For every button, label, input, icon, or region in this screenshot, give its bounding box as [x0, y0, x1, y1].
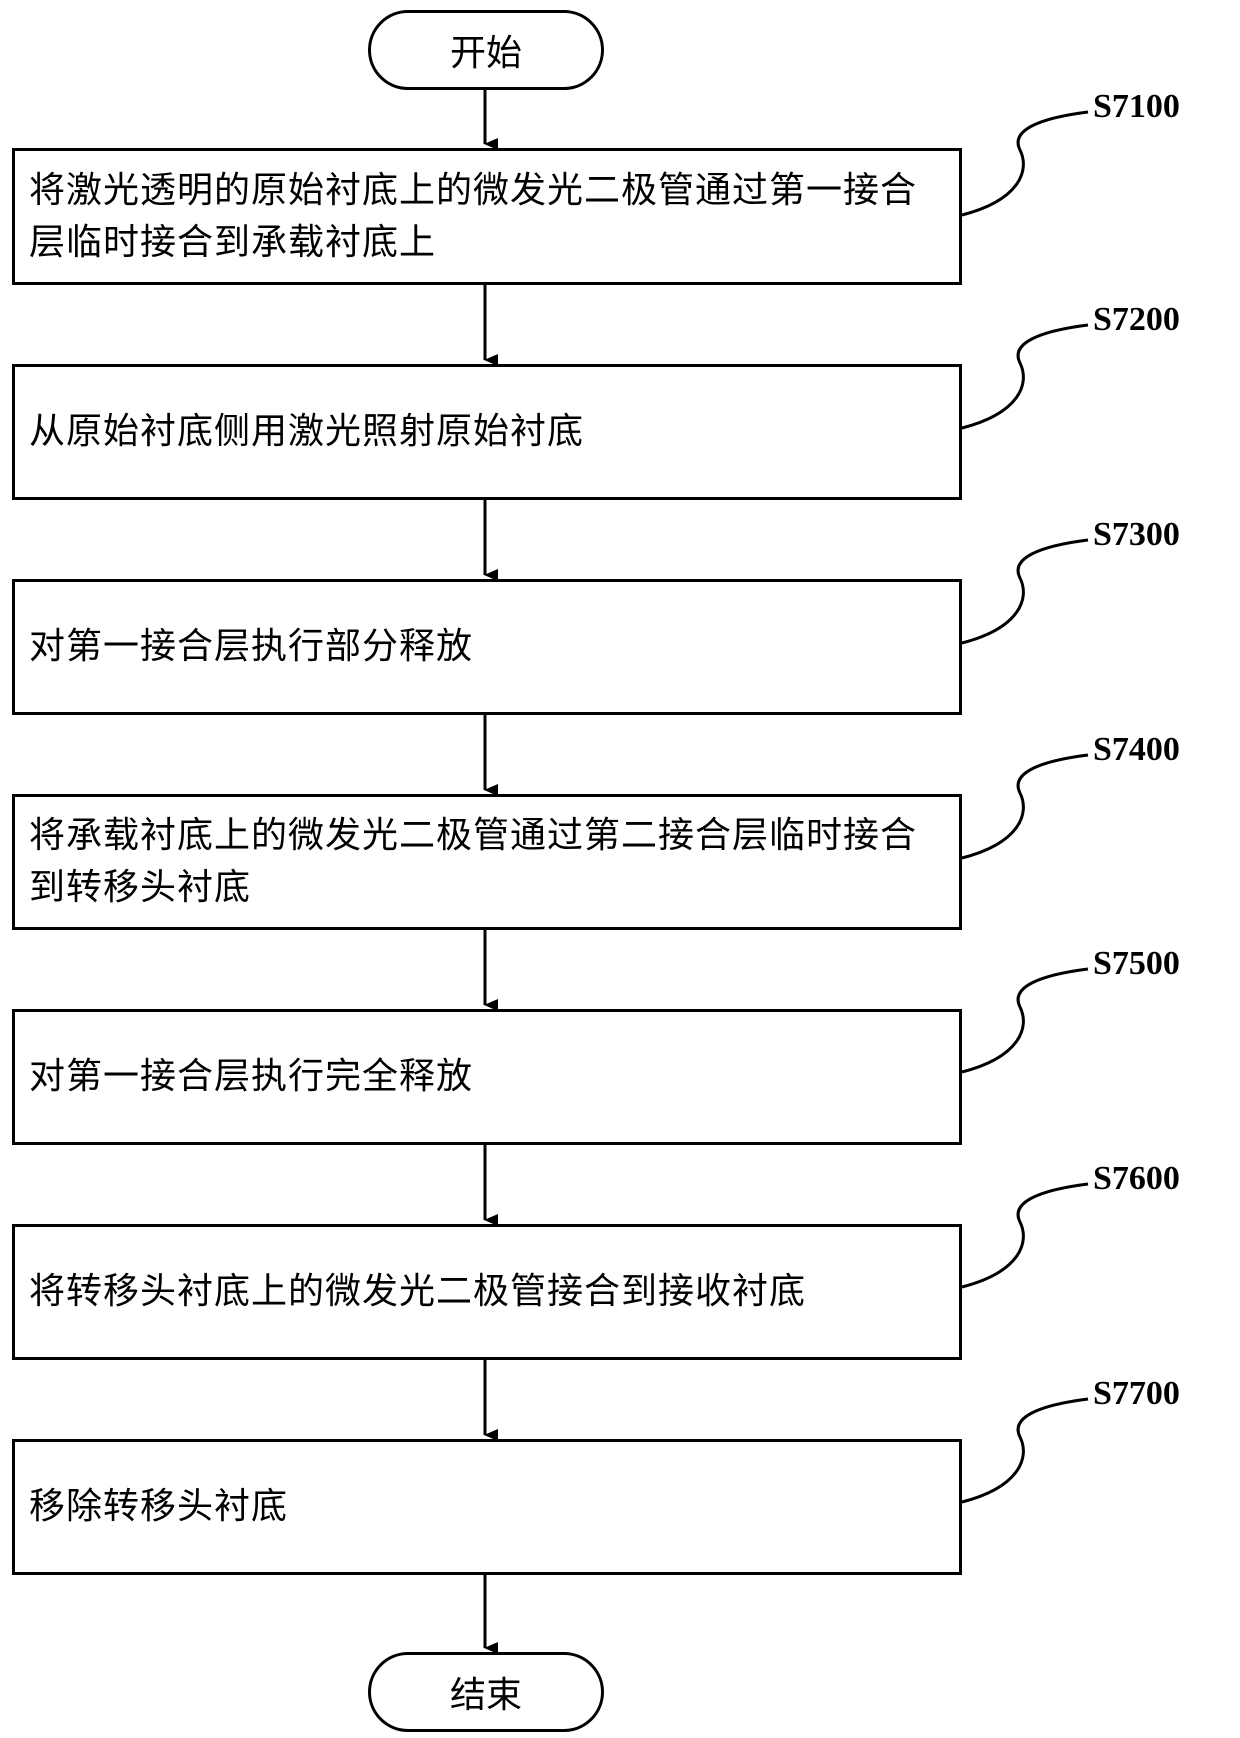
step-box-s7200: 从原始衬底侧用激光照射原始衬底: [12, 364, 962, 500]
step-box-s7500: 对第一接合层执行完全释放: [12, 1009, 962, 1145]
step-label-s7700: S7700: [1093, 1375, 1180, 1413]
step-text-s7500: 对第一接合层执行完全释放: [29, 1051, 473, 1103]
step-text-s7100: 将激光透明的原始衬底上的微发光二极管通过第一接合层临时接合到承载衬底上: [29, 165, 947, 269]
leader-line-s7100: [962, 112, 1088, 215]
step-text-s7700: 移除转移头衬底: [29, 1481, 288, 1533]
step-box-s7400: 将承载衬底上的微发光二极管通过第二接合层临时接合到转移头衬底: [12, 794, 962, 930]
step-label-s7200: S7200: [1093, 301, 1180, 339]
end-terminal: 结束: [368, 1652, 604, 1732]
step-box-s7300: 对第一接合层执行部分释放: [12, 579, 962, 715]
step-label-s7400: S7400: [1093, 731, 1180, 769]
start-label: 开始: [450, 24, 522, 76]
leader-line-s7700: [962, 1399, 1088, 1502]
step-text-s7300: 对第一接合层执行部分释放: [29, 621, 473, 673]
step-label-s7100: S7100: [1093, 88, 1180, 126]
step-label-s7300: S7300: [1093, 516, 1180, 554]
step-box-s7600: 将转移头衬底上的微发光二极管接合到接收衬底: [12, 1224, 962, 1360]
step-box-s7100: 将激光透明的原始衬底上的微发光二极管通过第一接合层临时接合到承载衬底上: [12, 148, 962, 285]
step-text-s7400: 将承载衬底上的微发光二极管通过第二接合层临时接合到转移头衬底: [29, 810, 947, 914]
step-text-s7200: 从原始衬底侧用激光照射原始衬底: [29, 406, 584, 458]
step-label-s7600: S7600: [1093, 1160, 1180, 1198]
end-label: 结束: [450, 1666, 522, 1718]
leader-line-s7300: [962, 540, 1088, 643]
leader-line-s7600: [962, 1184, 1088, 1287]
start-terminal: 开始: [368, 10, 604, 90]
step-text-s7600: 将转移头衬底上的微发光二极管接合到接收衬底: [29, 1266, 806, 1318]
leader-line-s7500: [962, 969, 1088, 1072]
step-box-s7700: 移除转移头衬底: [12, 1439, 962, 1575]
step-label-s7500: S7500: [1093, 945, 1180, 983]
leader-line-s7400: [962, 755, 1088, 858]
leader-line-s7200: [962, 325, 1088, 428]
